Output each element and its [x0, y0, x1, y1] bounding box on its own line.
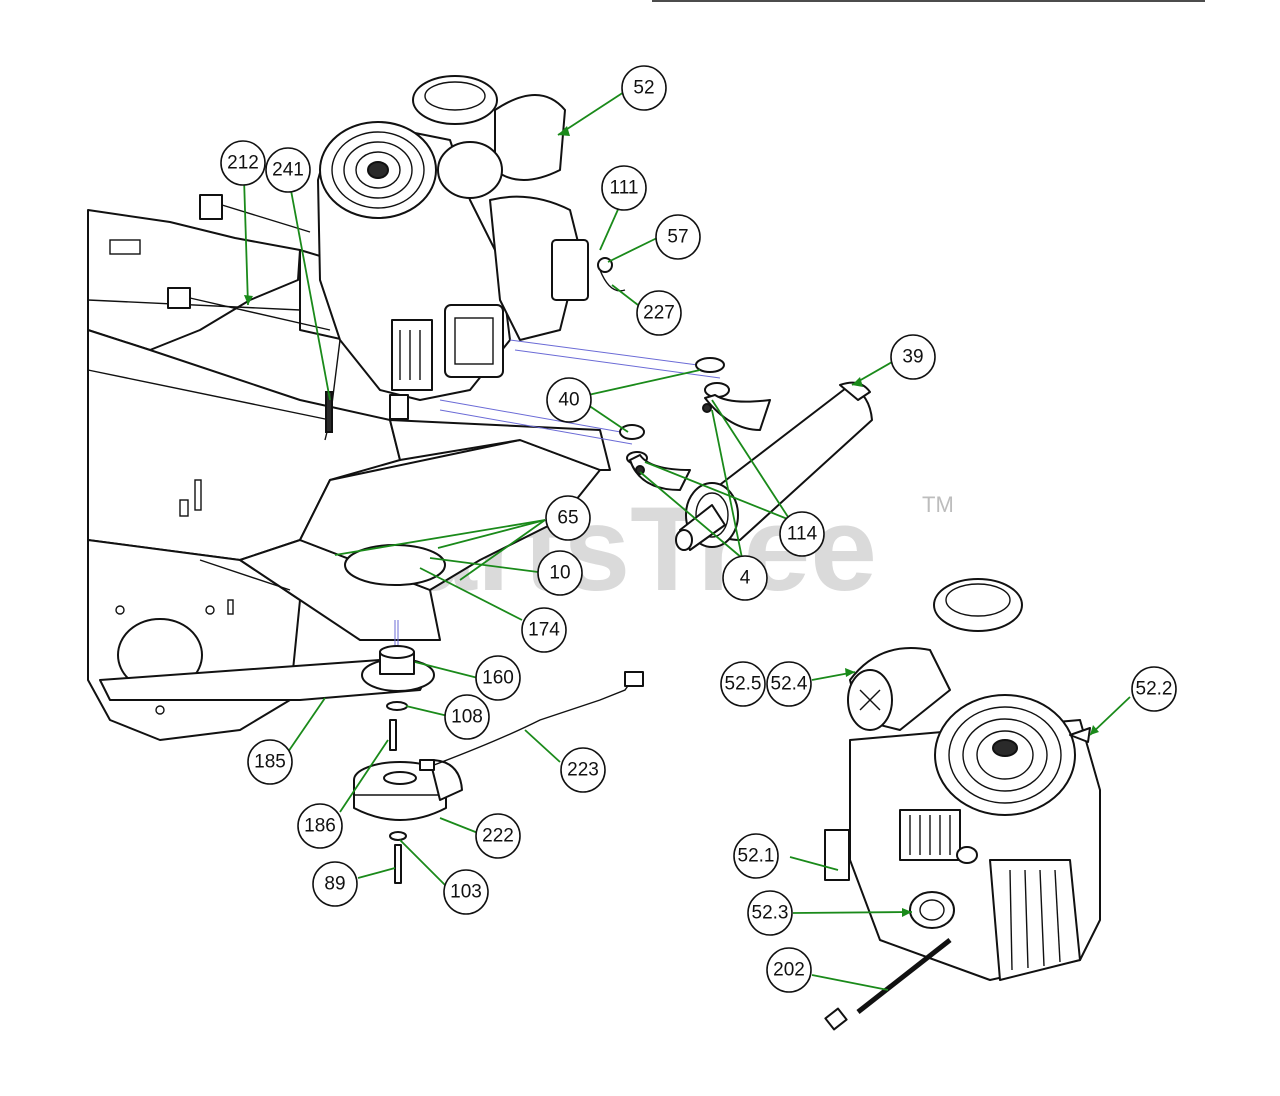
pto-clutch-assembly: [99, 645, 644, 884]
callout-114-label: 114: [787, 524, 818, 545]
callout-174-label: 174: [528, 620, 560, 641]
callout-103[interactable]: 103: [443, 869, 489, 915]
callout-52-3[interactable]: 52.3: [747, 890, 793, 936]
callout-52-2[interactable]: 52.2: [1131, 666, 1177, 712]
callout-52-label: 52: [633, 78, 654, 99]
callout-185-label: 185: [254, 752, 286, 773]
callout-222-label: 222: [482, 826, 514, 847]
callout-174[interactable]: 174: [521, 607, 567, 653]
callout-223[interactable]: 223: [560, 747, 606, 793]
callout-52-1[interactable]: 52.1: [733, 833, 779, 879]
callout-185[interactable]: 185: [247, 739, 293, 785]
callout-39[interactable]: 39: [890, 334, 936, 380]
callout-52-4-label: 52.4: [771, 674, 808, 695]
callout-89-label: 89: [324, 874, 345, 895]
callout-52-5[interactable]: 52.5: [720, 661, 766, 707]
callout-160-label: 160: [482, 668, 514, 689]
callout-52-2-label: 52.2: [1136, 679, 1173, 700]
callout-52-4[interactable]: 52.4: [766, 661, 812, 707]
callout-103-label: 103: [450, 882, 482, 903]
callout-212[interactable]: 212: [220, 140, 266, 186]
callout-186[interactable]: 186: [297, 803, 343, 849]
callout-202[interactable]: 202: [766, 947, 812, 993]
callout-57-label: 57: [667, 227, 688, 248]
callout-65[interactable]: 65: [545, 495, 591, 541]
callout-57[interactable]: 57: [655, 214, 701, 260]
callout-52-1-label: 52.1: [738, 846, 775, 867]
callout-222[interactable]: 222: [475, 813, 521, 859]
callout-241[interactable]: 241: [265, 147, 311, 193]
callout-52-3-label: 52.3: [752, 903, 789, 924]
engine-detail-view: [824, 578, 1101, 1031]
callout-52[interactable]: 52: [621, 65, 667, 111]
callout-40[interactable]: 40: [546, 377, 592, 423]
callout-227[interactable]: 227: [636, 290, 682, 336]
callout-4-label: 4: [740, 568, 751, 589]
callout-227-label: 227: [643, 303, 675, 324]
callout-186-label: 186: [304, 816, 336, 837]
callout-4[interactable]: 4: [722, 555, 768, 601]
callout-39-label: 39: [902, 347, 923, 368]
callout-108[interactable]: 108: [444, 694, 490, 740]
callout-10-label: 10: [549, 563, 570, 584]
leader-lines: [243, 91, 1131, 991]
callout-10[interactable]: 10: [537, 550, 583, 596]
callout-212-label: 212: [227, 153, 259, 174]
callout-111-label: 111: [610, 178, 639, 199]
callout-223-label: 223: [567, 760, 599, 781]
callout-40-label: 40: [558, 390, 579, 411]
callout-52-5-label: 52.5: [725, 674, 762, 695]
callout-108-label: 108: [451, 707, 483, 728]
callout-114[interactable]: 114: [779, 511, 825, 557]
callout-160[interactable]: 160: [475, 655, 521, 701]
callout-111[interactable]: 111: [601, 165, 647, 211]
callout-89[interactable]: 89: [312, 861, 358, 907]
watermark-tm: TM: [922, 492, 954, 517]
callout-241-label: 241: [272, 160, 304, 181]
engine-main: [317, 75, 626, 441]
callout-202-label: 202: [773, 960, 805, 981]
callout-65-label: 65: [557, 508, 578, 529]
